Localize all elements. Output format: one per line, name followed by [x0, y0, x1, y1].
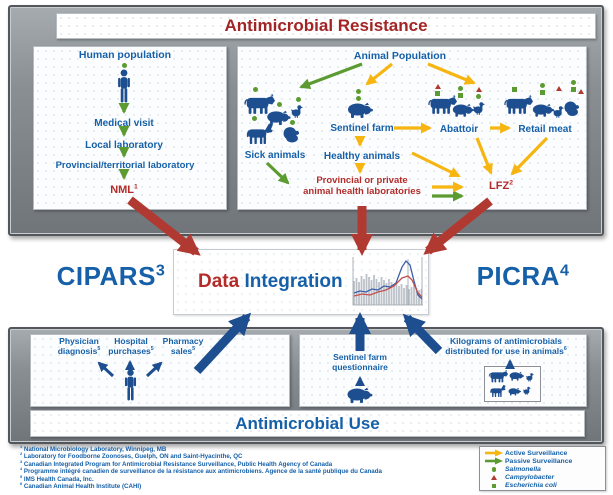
resistance-title: Antimicrobial Resistance	[56, 13, 596, 39]
salmonella-marker	[277, 102, 282, 107]
ecoli-marker	[435, 91, 440, 96]
animals-group-box	[484, 366, 541, 402]
chicken-icon	[291, 104, 303, 118]
footnote-6: 6 Canadian Animal Health Institute (CAHI…	[20, 481, 142, 491]
ecoli-square-icon	[483, 483, 505, 489]
pig-icon	[508, 387, 521, 396]
use-title-text: Antimicrobial Use	[235, 414, 380, 433]
chicken-icon	[553, 105, 564, 118]
chicken-icon	[473, 101, 485, 115]
footnote-4: 4 Programme intégré canadien de surveill…	[20, 467, 382, 476]
horse-icon	[489, 384, 506, 397]
horse-icon	[245, 122, 273, 144]
salmonella-marker	[253, 87, 258, 92]
animal-population-label: Animal Population	[353, 50, 447, 62]
kilograms-antimicrobials-label: Kilograms of antimicrobials distributed …	[445, 336, 567, 356]
medical-visit-label: Medical visit	[94, 118, 154, 129]
cow-icon	[488, 370, 508, 383]
ecoli-marker	[571, 87, 576, 92]
campylobacter-marker	[476, 87, 482, 92]
salmonella-marker	[356, 89, 361, 94]
local-laboratory-label: Local laboratory	[85, 140, 163, 151]
footnote-3: 3 Canadian Integrated Program for Antimi…	[20, 459, 333, 468]
pig-icon	[347, 102, 373, 118]
campylobacter-triangle-icon	[483, 475, 505, 481]
data-integration-chart-thumbnail	[352, 257, 423, 306]
salmonella-marker	[476, 94, 481, 99]
ecoli-marker	[458, 93, 463, 98]
turkey-icon	[283, 126, 299, 143]
retail-meat-label: Retail meat	[518, 124, 572, 135]
footnote-2: 2 Laboratory for Foodborne Zoonoses, Gue…	[20, 452, 243, 461]
ecoli-marker	[540, 90, 545, 95]
turkey-icon	[564, 100, 579, 117]
provincial-territorial-laboratory-label: Provincial/territorial laboratory	[55, 160, 195, 171]
salmonella-marker	[290, 120, 295, 125]
salmonella-marker	[122, 63, 127, 68]
legend-active-surveillance: Active Surveillance	[483, 449, 602, 457]
nml-label: NML1	[110, 183, 138, 196]
campylobacter-marker	[556, 86, 562, 91]
data-integration-label: Data Integration	[198, 271, 343, 292]
legend-ecoli: Escherichia coli	[483, 482, 602, 490]
hospital-purchases-label: Hospital purchases5	[108, 336, 154, 356]
sentinel-farm-questionnaire-label: Sentinel farm questionnaire	[332, 352, 388, 372]
bird-icon	[523, 386, 531, 395]
salmonella-dot-icon	[483, 467, 505, 472]
pig-icon	[346, 387, 373, 403]
person-icon	[123, 369, 138, 401]
campylobacter-marker	[435, 84, 441, 89]
salmonella-marker	[571, 80, 576, 85]
picra-label: PICRA4	[476, 261, 570, 291]
footnotes: 1 National Microbiology Laboratory, Winn…	[20, 444, 476, 491]
pig-icon	[452, 103, 474, 117]
legend-campylobacter: Campylobacter	[483, 474, 602, 482]
footnote-1: 1 National Microbiology Laboratory, Winn…	[20, 444, 167, 453]
lfz-label: LFZ2	[489, 179, 513, 192]
ecoli-marker	[512, 87, 517, 92]
passive-surveillance-arrow-icon	[483, 457, 505, 465]
healthy-animals-label: Healthy animals	[323, 151, 401, 162]
salmonella-marker	[356, 96, 361, 101]
active-surveillance-arrow-icon	[483, 449, 505, 457]
sentinel-farm-label: Sentinel farm	[330, 123, 394, 134]
campylobacter-marker	[578, 89, 584, 94]
legend-salmonella: Salmonella	[483, 465, 602, 473]
salmonella-marker	[540, 83, 545, 88]
pharmacy-sales-label: Pharmacy sales5	[162, 336, 204, 356]
cow-icon	[503, 95, 533, 115]
salmonella-marker	[458, 86, 463, 91]
data-integration-box: Data Integration	[173, 249, 429, 315]
sick-animals-label: Sick animals	[244, 150, 306, 161]
use-title: Antimicrobial Use	[30, 410, 585, 437]
cipars-label: CIPARS3	[56, 261, 166, 291]
legend-passive-surveillance: Passive Surveillance	[483, 457, 602, 465]
legend-box: Active Surveillance Passive Surveillance…	[479, 446, 606, 491]
chicken-icon	[526, 372, 534, 382]
abattoir-label: Abattoir	[439, 124, 479, 135]
human-population-label: Human population	[78, 49, 172, 61]
resistance-title-text: Antimicrobial Resistance	[224, 16, 428, 35]
animal-health-laboratories-label: Provincial or private animal health labo…	[303, 175, 421, 197]
physician-diagnosis-label: Physician diagnosis5	[57, 336, 101, 356]
person-icon	[116, 69, 132, 103]
pig-icon	[509, 371, 524, 381]
salmonella-marker	[296, 97, 301, 102]
footnote-5: 5 IMS Health Canada, Inc.	[20, 474, 94, 483]
pig-icon	[532, 103, 554, 117]
salmonella-marker	[252, 116, 257, 121]
